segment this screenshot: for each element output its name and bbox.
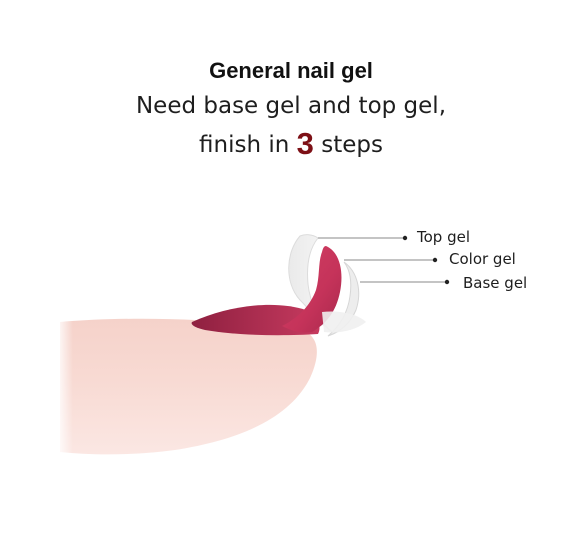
- top-gel-dot: [402, 235, 408, 241]
- subtitle-line-1: Need base gel and top gel,: [135, 93, 447, 119]
- base-gel-label: Base gel: [463, 274, 528, 292]
- top-gel-label: Top gel: [417, 228, 470, 246]
- steps-count: 3: [296, 126, 314, 161]
- subtitle-line-2: finish in 3 steps: [0, 126, 582, 162]
- base-gel-dot: [444, 279, 450, 285]
- color-gel-dot: [432, 257, 438, 263]
- diagram-title: General nail gel: [209, 58, 373, 83]
- color-gel-label: Color gel: [449, 250, 516, 268]
- subtitle-suffix: steps: [321, 132, 383, 158]
- subtitle-prefix: finish in: [199, 132, 290, 158]
- color-gel-layer: [282, 246, 342, 333]
